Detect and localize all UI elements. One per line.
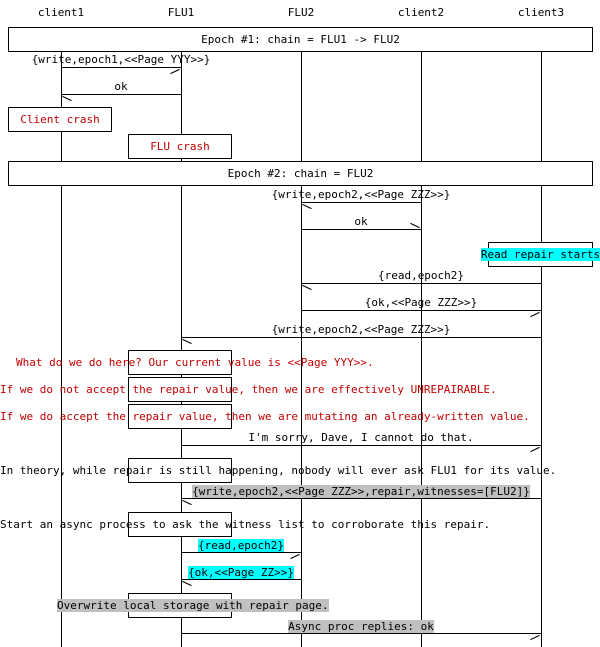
msg7-label: {write,epoch2,<<Page ZZZ>>} — [271, 323, 451, 336]
epoch1-divider: Epoch #1: chain = FLU1 -> FLU2 — [8, 27, 593, 52]
msg12-line — [181, 633, 541, 634]
msg1-line — [61, 67, 181, 68]
note2-text: If we do not accept the repair value, th… — [0, 383, 497, 396]
msg11-line — [181, 579, 301, 580]
msg8-arrowhead — [530, 446, 540, 453]
msg4-label: ok — [354, 215, 368, 228]
msg7-line — [181, 337, 541, 338]
msg9-line — [181, 498, 541, 499]
msg8-line — [181, 445, 541, 446]
note5-text: Start an async process to ask the witnes… — [0, 518, 491, 531]
read-repair-label: Read repair starts — [480, 248, 600, 261]
msg10-line — [181, 552, 301, 553]
msg1-label: {write,epoch1,<<Page YYY>>} — [31, 53, 211, 66]
msg12-label: Async proc replies: ok — [288, 620, 434, 633]
lifeline-flu1 — [181, 52, 182, 647]
note4-text: In theory, while repair is still happeni… — [0, 464, 557, 477]
note6-text: Overwrite local storage with repair page… — [57, 599, 329, 612]
msg9-label: {write,epoch2,<<Page ZZZ>>,repair,witnes… — [192, 485, 530, 498]
msg5-line — [301, 283, 541, 284]
msg6-line — [301, 310, 541, 311]
msg12-arrowhead — [530, 634, 540, 641]
lifeline-client3 — [541, 52, 542, 647]
msg2-arrowhead — [62, 95, 72, 102]
client-crash-box: Client crash — [8, 107, 112, 132]
msg5-arrowhead — [302, 284, 312, 291]
read-repair-box: Read repair starts — [480, 242, 600, 267]
actor-flu1: FLU1 — [167, 6, 195, 19]
lifeline-client1 — [61, 52, 62, 647]
msg4-arrowhead — [410, 222, 420, 229]
msg9-arrowhead — [182, 499, 192, 506]
actor-flu2: FLU2 — [287, 6, 315, 19]
msg5-label: {read,epoch2} — [377, 269, 465, 282]
actor-client2: client2 — [397, 6, 445, 19]
msg11-arrowhead — [182, 580, 192, 587]
msg2-label: ok — [114, 80, 128, 93]
msg8-label: I'm sorry, Dave, I cannot do that. — [248, 431, 474, 444]
msg6-label: {ok,<<Page ZZZ>>} — [364, 296, 478, 309]
msg2-line — [61, 94, 181, 95]
actor-client3: client3 — [517, 6, 565, 19]
note3-box — [128, 404, 232, 429]
actor-client1: client1 — [37, 6, 85, 19]
msg3-line — [301, 202, 421, 203]
msg1-arrowhead — [170, 68, 180, 75]
note1-box — [128, 350, 232, 375]
msg3-label: {write,epoch2,<<Page ZZZ>>} — [271, 188, 451, 201]
msg4-line — [301, 229, 421, 230]
msg11-label: {ok,<<Page ZZ>>} — [188, 566, 294, 579]
lifeline-flu2 — [301, 52, 302, 647]
msg3-arrowhead — [302, 203, 312, 210]
msg6-arrowhead — [530, 311, 540, 318]
note3-text: If we do accept the repair value, then w… — [0, 410, 530, 423]
note2-box — [128, 377, 232, 402]
msg7-arrowhead — [182, 338, 192, 345]
flu-crash-box: FLU crash — [128, 134, 232, 159]
note5-box — [128, 512, 232, 537]
msg10-arrowhead — [290, 553, 300, 560]
lifeline-client2 — [421, 52, 422, 647]
note4-box — [128, 458, 232, 483]
epoch2-divider: Epoch #2: chain = FLU2 — [8, 161, 593, 186]
msg10-label: {read,epoch2} — [197, 539, 285, 552]
note1-text: What do we do here? Our current value is… — [16, 356, 374, 369]
